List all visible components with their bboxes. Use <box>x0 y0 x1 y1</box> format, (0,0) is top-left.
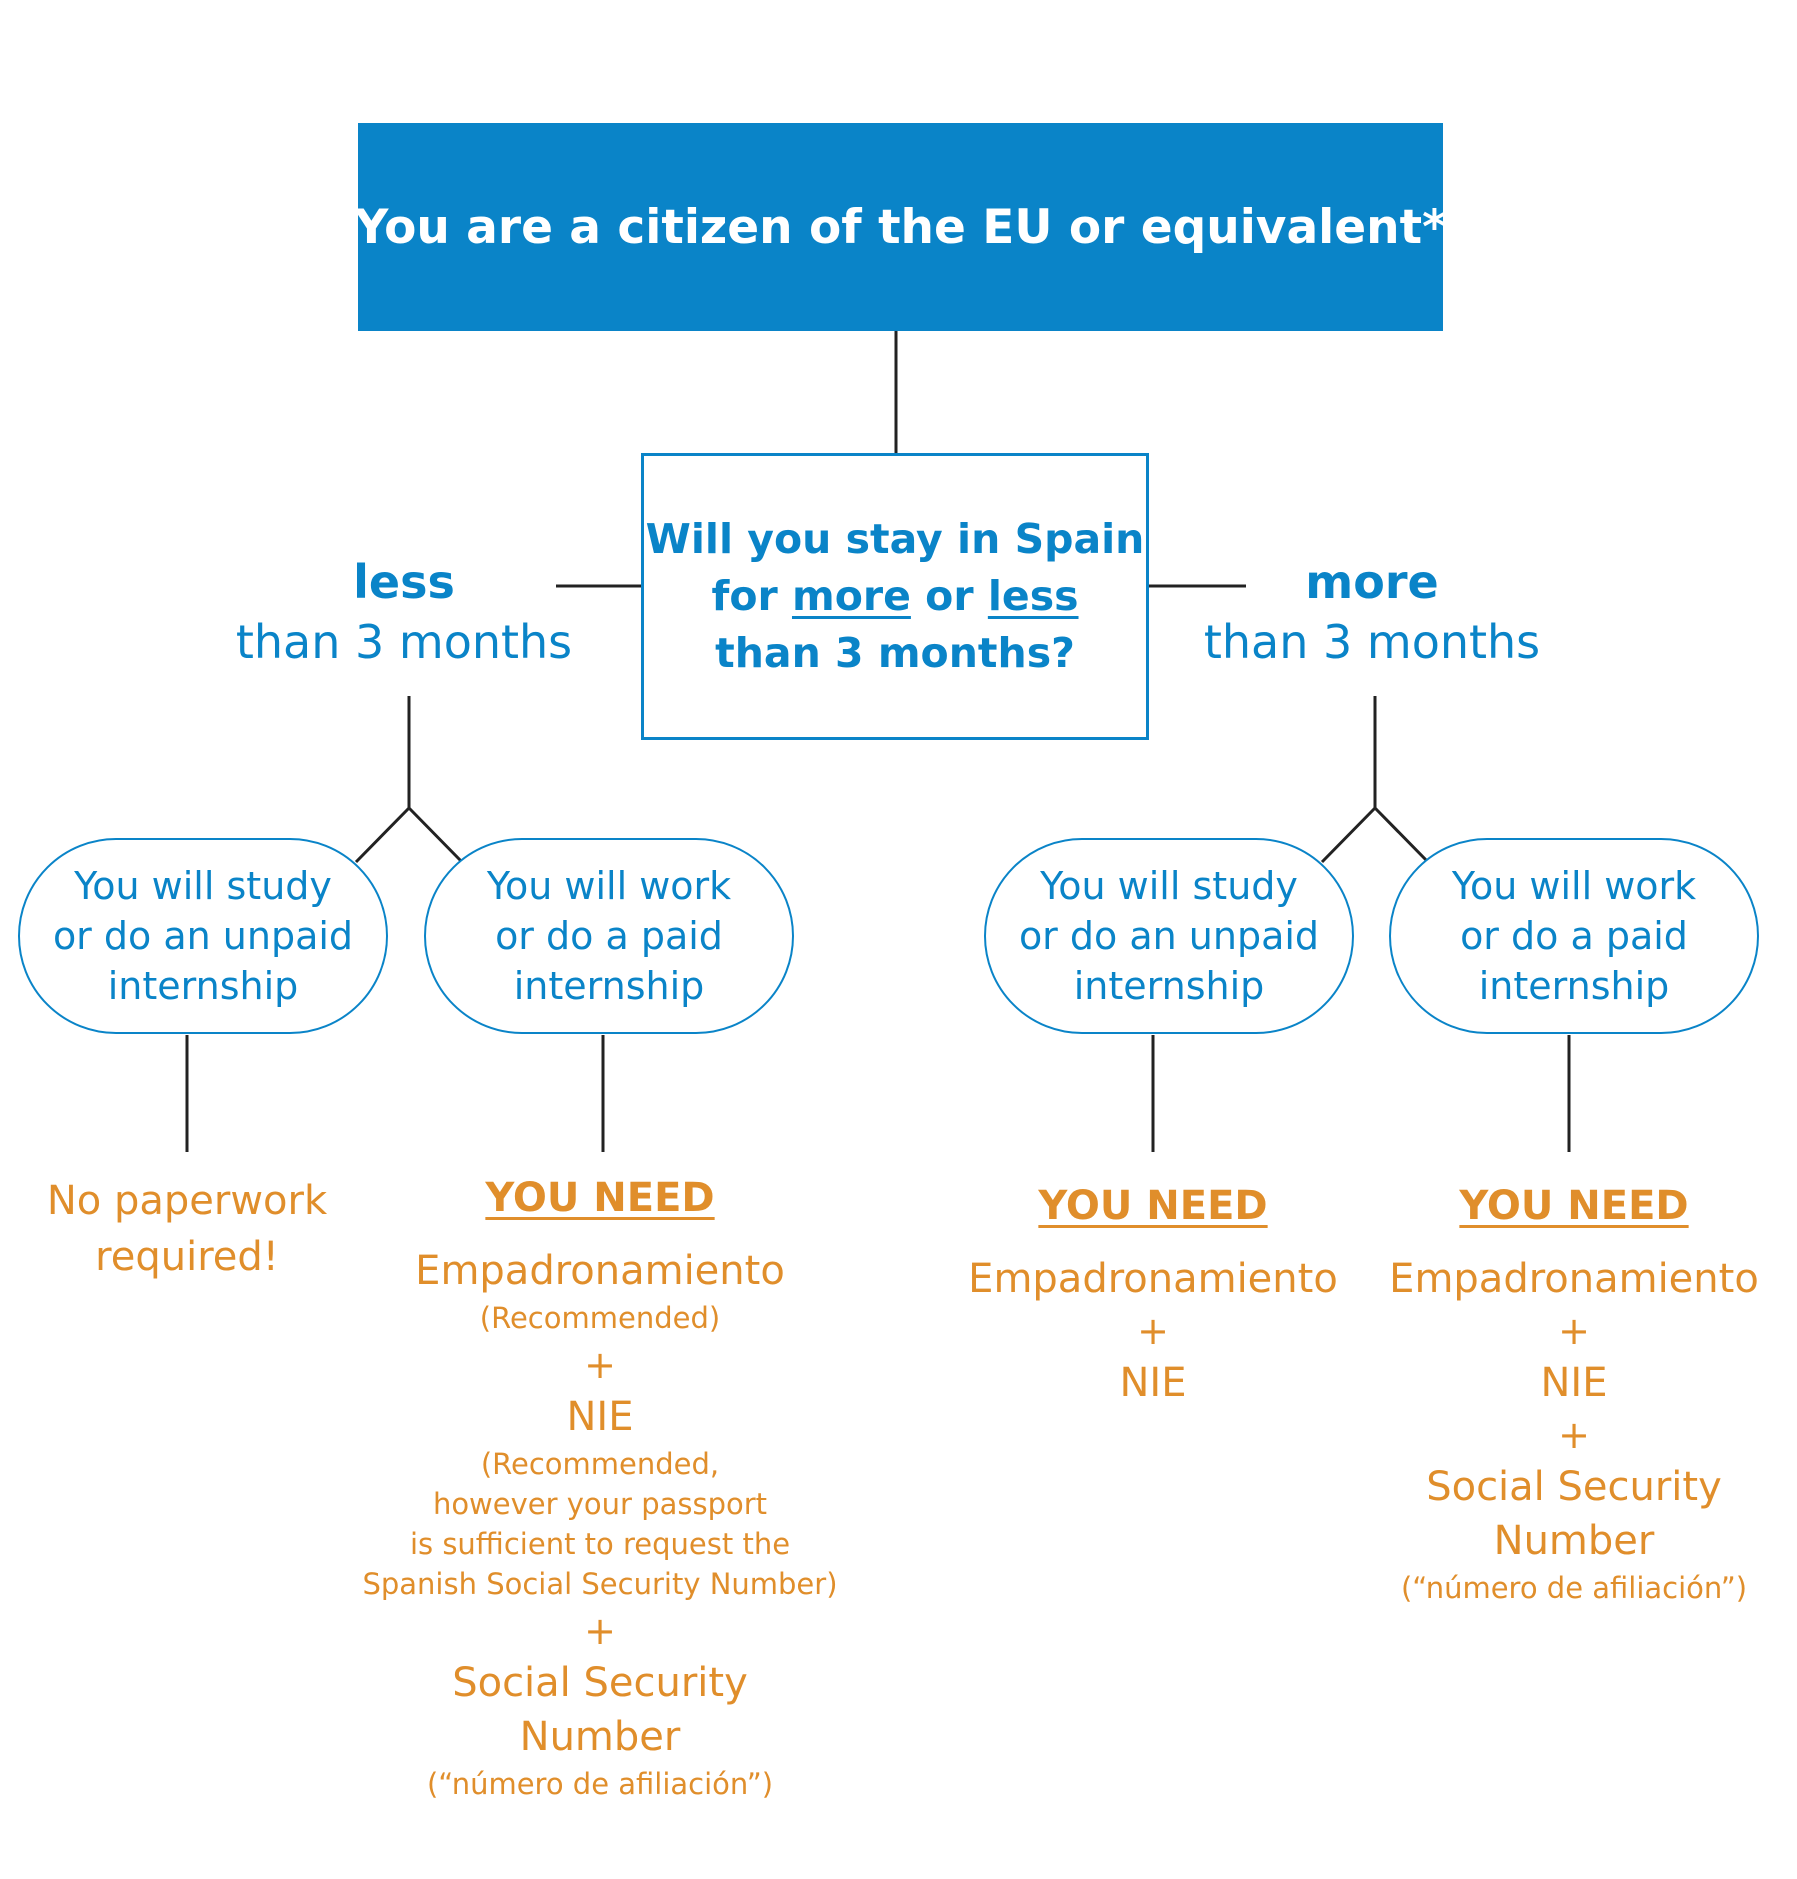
you-need-heading: YOU NEED <box>485 1175 715 1221</box>
social-security-label-1: Social Security <box>452 1660 748 1706</box>
question-line-1: Will you stay in Spain <box>645 515 1145 563</box>
option-line: or do an unpaid <box>1018 914 1320 958</box>
nie-label: NIE <box>566 1394 634 1440</box>
option-line: or do a paid <box>495 914 723 958</box>
option-line: You will study <box>74 864 332 908</box>
connector-less-to-study <box>354 806 411 864</box>
empadronamiento-note: (Recommended) <box>479 1301 721 1335</box>
option-line: You will work <box>1451 864 1697 908</box>
option-line: internship <box>1478 964 1670 1008</box>
result-less-work: YOU NEED Empadronamiento (Recommended) +… <box>340 1172 860 1804</box>
empadronamiento-label: Empadronamiento <box>415 1248 785 1294</box>
empadronamiento-label: Empadronamiento <box>1389 1256 1759 1302</box>
question-less: less <box>987 572 1079 620</box>
you-need-heading: YOU NEED <box>1038 1183 1268 1229</box>
branch-more-bold: more <box>1305 555 1439 609</box>
plus-sign: + <box>1558 1413 1590 1457</box>
branch-less-bold: less <box>353 555 455 609</box>
plus-sign: + <box>1137 1309 1169 1353</box>
result-more-work: YOU NEED Empadronamiento + NIE + Social … <box>1364 1180 1784 1608</box>
question-more: more <box>791 572 911 620</box>
option-less-work: You will work or do a paid internship <box>424 838 794 1034</box>
header-title: You are a citizen of the EU or equivalen… <box>354 199 1447 255</box>
no-paperwork-line-2: required! <box>95 1234 279 1280</box>
question-for: for <box>711 572 792 620</box>
plus-sign: + <box>584 1343 616 1387</box>
branch-more-label: more than 3 months <box>1132 552 1612 672</box>
nie-note-line: is sufficient to request the <box>409 1527 791 1561</box>
branch-more-thin: than 3 months <box>1203 615 1541 669</box>
option-line: internship <box>1073 964 1265 1008</box>
social-security-label-2: Number <box>1493 1518 1655 1564</box>
eu-citizen-header: You are a citizen of the EU or equivalen… <box>354 123 1447 331</box>
option-line: or do an unpaid <box>52 914 354 958</box>
branch-less-thin: than 3 months <box>235 615 573 669</box>
question-line-3: than 3 months? <box>715 629 1075 677</box>
nie-note-line: Spanish Social Security Number) <box>362 1567 838 1601</box>
connector-less-to-work <box>407 806 464 864</box>
social-security-note: (“número de afiliación”) <box>1400 1571 1748 1605</box>
social-security-label-2: Number <box>519 1714 681 1760</box>
plus-sign: + <box>1558 1309 1590 1353</box>
option-more-study: You will study or do an unpaid internshi… <box>984 838 1354 1034</box>
social-security-note: (“número de afiliación”) <box>426 1767 774 1801</box>
option-line: internship <box>107 964 299 1008</box>
nie-label: NIE <box>1540 1360 1608 1406</box>
option-line: internship <box>513 964 705 1008</box>
option-less-study: You will study or do an unpaid internshi… <box>18 838 388 1034</box>
question-or: or <box>910 572 988 620</box>
option-line: or do a paid <box>1460 914 1688 958</box>
result-more-study: YOU NEED Empadronamiento + NIE <box>948 1180 1358 1410</box>
option-more-work: You will work or do a paid internship <box>1389 838 1759 1034</box>
nie-label: NIE <box>1119 1360 1187 1406</box>
option-line: You will work <box>486 864 732 908</box>
connector-more-to-study <box>1320 806 1377 864</box>
you-need-heading: YOU NEED <box>1459 1183 1689 1229</box>
stay-duration-question: Will you stay in Spain for more or less … <box>641 453 1149 740</box>
nie-note-line: however your passport <box>432 1487 768 1521</box>
branch-less-label: less than 3 months <box>164 552 644 672</box>
empadronamiento-label: Empadronamiento <box>968 1256 1338 1302</box>
nie-note-line: (Recommended, <box>480 1447 720 1481</box>
connector-more-to-work <box>1373 806 1430 864</box>
option-line: You will study <box>1040 864 1298 908</box>
social-security-label-1: Social Security <box>1426 1464 1722 1510</box>
no-paperwork-line-1: No paperwork <box>46 1178 328 1224</box>
result-less-study: No paperwork required! <box>17 1173 357 1285</box>
plus-sign: + <box>584 1609 616 1653</box>
question-line-2: for more or less <box>711 568 1078 625</box>
